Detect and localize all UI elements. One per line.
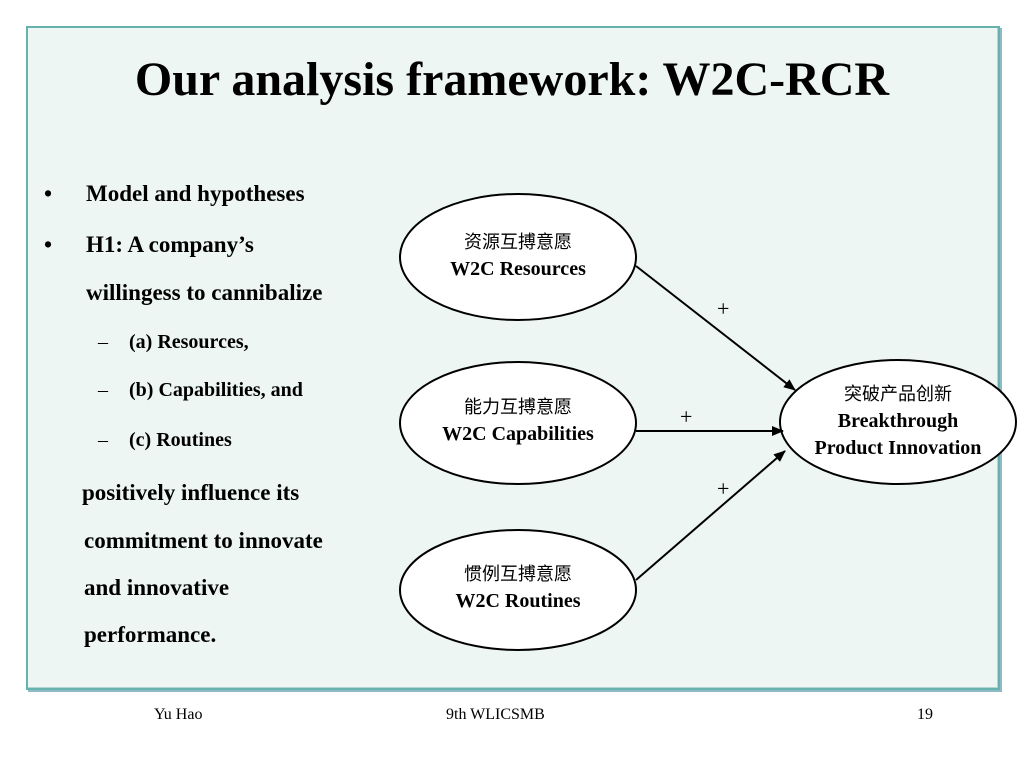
node-capabilities-en: W2C Capabilities bbox=[442, 423, 594, 445]
conclusion-line-1: positively influence its bbox=[82, 480, 300, 505]
footer-author: Yu Hao bbox=[154, 706, 203, 723]
node-routines: 惯例互搏意愿 W2C Routines bbox=[400, 561, 636, 615]
bullet-text: H1: A company’s bbox=[86, 232, 254, 257]
node-outcome-en-line1: Breakthrough bbox=[837, 410, 959, 432]
sub-item-text: (c) Routines bbox=[129, 429, 232, 451]
node-capabilities: 能力互搏意愿 W2C Capabilities bbox=[400, 394, 636, 448]
sub-item-text: (b) Capabilities, and bbox=[129, 379, 303, 401]
edge-resources-to-outcome bbox=[635, 265, 796, 391]
node-outcome-en-line2: Product Innovation bbox=[814, 437, 982, 459]
node-resources-ellipse bbox=[399, 193, 637, 321]
node-routines-ellipse bbox=[399, 529, 637, 651]
node-resources-cn: 资源互搏意愿 bbox=[464, 232, 572, 253]
dash-mark: – bbox=[98, 379, 108, 401]
sub-item-text: (a) Resources, bbox=[129, 331, 249, 353]
node-outcome-cn: 突破产品创新 bbox=[844, 384, 952, 405]
footer-page-number: 19 bbox=[917, 706, 933, 723]
dash-mark: – bbox=[98, 429, 108, 451]
node-outcome-ellipse bbox=[779, 359, 1017, 485]
edge-sign-routines: + bbox=[717, 476, 730, 501]
bullet-mark: • bbox=[44, 181, 53, 206]
node-outcome: 突破产品创新 Breakthrough Product Innovation bbox=[780, 381, 1016, 462]
node-capabilities-cn: 能力互搏意愿 bbox=[464, 397, 572, 418]
edge-sign-resources: + bbox=[717, 296, 730, 321]
node-resources: 资源互搏意愿 W2C Resources bbox=[400, 229, 636, 283]
conclusion-line-3: and innovative bbox=[84, 575, 230, 600]
node-routines-en: W2C Routines bbox=[455, 590, 581, 612]
edge-sign-capabilities: + bbox=[680, 404, 693, 429]
bullet-mark: • bbox=[44, 232, 53, 257]
slide-title: Our analysis framework: W2C-RCR bbox=[134, 53, 890, 106]
edge-routines-to-outcome bbox=[635, 450, 786, 581]
bullet-text-continuation: willingess to cannibalize bbox=[86, 280, 323, 305]
node-routines-cn: 惯例互搏意愿 bbox=[464, 564, 572, 585]
node-resources-en: W2C Resources bbox=[450, 258, 586, 280]
conclusion-line-4: performance. bbox=[84, 622, 217, 647]
bullet-text: Model and hypotheses bbox=[86, 181, 305, 206]
footer-event: 9th WLICSMB bbox=[446, 706, 545, 723]
conclusion-line-2: commitment to innovate bbox=[84, 528, 323, 553]
node-capabilities-ellipse bbox=[399, 361, 637, 485]
dash-mark: – bbox=[98, 331, 108, 353]
